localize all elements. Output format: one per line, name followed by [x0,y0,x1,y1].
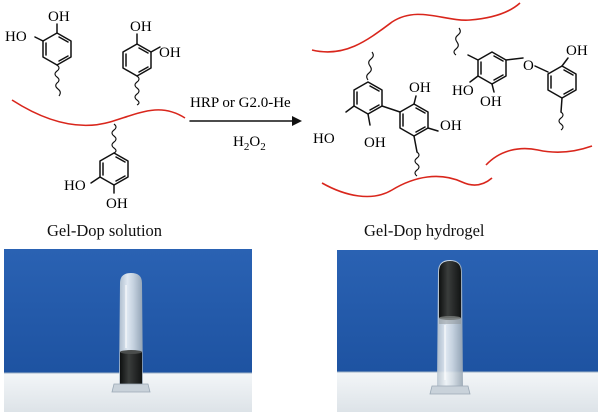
polymer-chain-left [11,99,186,127]
catechol-ring-2: OH OH [122,19,181,106]
ar-hydroxyl-2: OH [480,94,502,110]
bp-hydroxyl-1: OH [409,80,431,96]
polymer-chain-top [311,2,521,53]
r3-hydroxyl-b: OH [106,196,128,212]
photo-hydrogel [337,250,598,412]
vial-hydrogel [429,260,471,395]
polymer-chain-right [485,145,593,166]
bp-hydroxyl-2: OH [440,118,462,134]
caption-hydrogel: Gel-Dop hydrogel [364,221,485,240]
reaction-arrow: HRP or G2.0-He H2O2 [189,95,302,153]
left-structure: HO OH OH OH HO OH [5,9,186,212]
r1-hydroxyl-b: OH [48,9,70,25]
r2-hydroxyl-b: OH [159,45,181,61]
photo-solution [4,249,252,412]
reaction-reagent: HRP or G2.0-He [190,95,291,111]
ether-oxygen: O [523,58,534,74]
catechol-ring-1: HO OH [5,9,72,97]
ar-hydroxyl-3: OH [566,43,588,59]
r2-hydroxyl-a: OH [130,19,152,35]
biphenyl-ring-b: OH OH [399,80,462,153]
gel-hydrogel [439,261,461,318]
bp-hydroxyl-4: OH [364,135,386,151]
catechol-ring-3: HO OH [64,123,129,212]
vial-solution [111,273,151,393]
right-structure: HO OH OH OH HO OH [311,2,593,198]
ar-hydroxyl-1: HO [452,83,474,99]
reaction-oxidant: H2O2 [233,134,266,153]
r1-hydroxyl-a: HO [5,29,27,45]
caption-solution: Gel-Dop solution [47,221,162,240]
aryl-ring-c: HO OH [452,51,524,110]
bp-hydroxyl-3: HO [313,131,335,147]
biphenyl-ring-a: HO OH [313,81,386,151]
r3-hydroxyl-a: HO [64,178,86,194]
liquid-solution [120,352,142,385]
polymer-chain-bottom [321,175,493,198]
aryl-ring-d: OH [547,43,588,113]
